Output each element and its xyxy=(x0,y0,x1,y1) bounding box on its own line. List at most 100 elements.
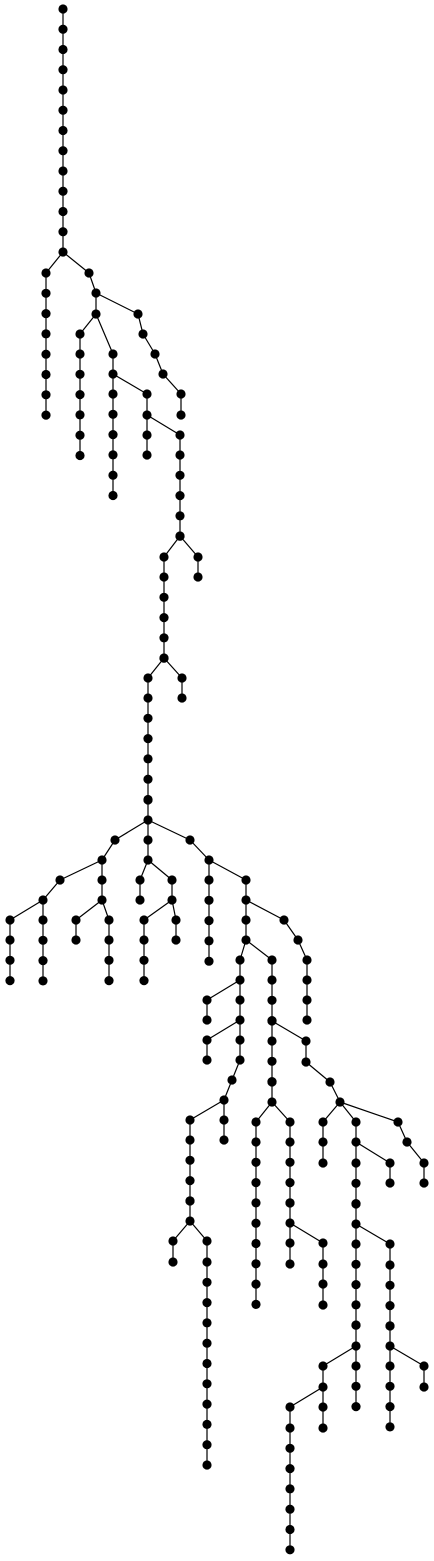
tree-node xyxy=(150,349,160,359)
tree-node xyxy=(139,955,149,965)
tree-node xyxy=(41,268,51,278)
tree-node xyxy=(167,875,177,885)
tree-node xyxy=(139,915,149,925)
tree-node xyxy=(5,915,15,925)
tree-node xyxy=(185,1196,195,1206)
tree-node xyxy=(58,206,68,217)
tree-node xyxy=(385,1361,395,1371)
tree-node xyxy=(204,956,214,966)
tree-node xyxy=(202,1399,212,1409)
tree-node xyxy=(351,1178,361,1188)
tree-node xyxy=(138,329,148,339)
tree-node xyxy=(91,288,101,298)
tree-node xyxy=(41,309,51,319)
tree-node xyxy=(285,1259,295,1269)
tree-edge xyxy=(289,1222,324,1244)
tree-node xyxy=(38,956,48,966)
tree-node xyxy=(168,1236,178,1246)
tree-node xyxy=(385,1260,395,1270)
tree-node xyxy=(204,916,214,926)
tree-node xyxy=(202,1440,212,1450)
tree-node xyxy=(251,1157,261,1167)
tree-node xyxy=(419,1158,429,1168)
tree-edge xyxy=(147,859,173,881)
tree-node xyxy=(202,995,212,1005)
tree-edge xyxy=(305,1061,331,1083)
tree-node xyxy=(318,1300,328,1310)
tree-node xyxy=(97,855,107,865)
tree-node xyxy=(419,1382,429,1392)
tree-node xyxy=(108,430,118,440)
tree-node xyxy=(318,1423,328,1433)
tree-node xyxy=(193,572,203,582)
tree-node xyxy=(75,410,85,420)
tree-node xyxy=(251,1198,261,1208)
tree-node xyxy=(176,410,186,420)
tree-node xyxy=(175,450,185,460)
tree-node xyxy=(75,329,85,339)
tree-node xyxy=(235,975,245,985)
tree-node xyxy=(5,976,15,986)
tree-node xyxy=(235,1055,245,1065)
tree-node xyxy=(58,146,68,156)
tree-node xyxy=(385,1301,395,1311)
tree-node xyxy=(202,1277,212,1287)
tree-node xyxy=(385,1321,395,1331)
tree-node xyxy=(318,1137,328,1147)
tree-node xyxy=(108,369,118,379)
tree-node xyxy=(318,1117,328,1127)
tree-node xyxy=(168,1257,178,1267)
tree-node xyxy=(97,875,107,885)
tree-node xyxy=(393,1117,403,1127)
tree-node xyxy=(267,1097,277,1107)
tree-node xyxy=(108,349,118,359)
tree-node xyxy=(318,1279,328,1289)
tree-node xyxy=(104,935,114,945)
tree-node xyxy=(139,935,149,945)
tree-node xyxy=(251,1299,261,1309)
tree-node xyxy=(302,955,312,965)
tree-node xyxy=(135,895,145,905)
tree-node xyxy=(202,1460,212,1470)
tree-node xyxy=(351,1259,361,1269)
tree-node xyxy=(318,1382,328,1392)
tree-node xyxy=(158,369,168,379)
tree-edge xyxy=(271,1020,307,1042)
tree-node xyxy=(385,1381,395,1391)
tree-node xyxy=(108,389,118,399)
tree-node xyxy=(104,976,114,986)
tree-node xyxy=(318,1402,328,1412)
tree-node xyxy=(75,450,85,461)
tree-node xyxy=(385,1158,395,1168)
tree-edge xyxy=(245,899,285,921)
tree-node xyxy=(143,795,153,805)
tree-node xyxy=(302,995,312,1005)
tree-node xyxy=(219,1095,229,1105)
tree-node xyxy=(159,633,169,643)
tree-edge xyxy=(95,292,139,315)
tree-node xyxy=(75,390,85,400)
tree-node xyxy=(58,247,68,257)
tree-node xyxy=(38,915,48,925)
tree-edge xyxy=(289,1386,324,1408)
tree-node xyxy=(58,24,68,34)
tree-edge xyxy=(189,1099,225,1121)
tree-node xyxy=(202,1338,212,1348)
tree-node xyxy=(108,450,118,460)
tree-node xyxy=(285,1198,295,1208)
tree-node xyxy=(176,389,186,399)
tree-node xyxy=(110,835,120,845)
tree-node xyxy=(235,1035,245,1045)
tree-node xyxy=(241,895,251,905)
tree-node xyxy=(204,895,214,905)
tree-node xyxy=(285,1545,295,1555)
tree-node xyxy=(301,1057,311,1067)
tree-node xyxy=(227,1075,237,1085)
tree-node xyxy=(267,1077,277,1087)
tree-node xyxy=(351,1239,361,1249)
tree-node xyxy=(75,430,85,440)
tree-node xyxy=(385,1422,395,1432)
tree-node xyxy=(251,1238,261,1249)
tree-node xyxy=(41,390,51,400)
